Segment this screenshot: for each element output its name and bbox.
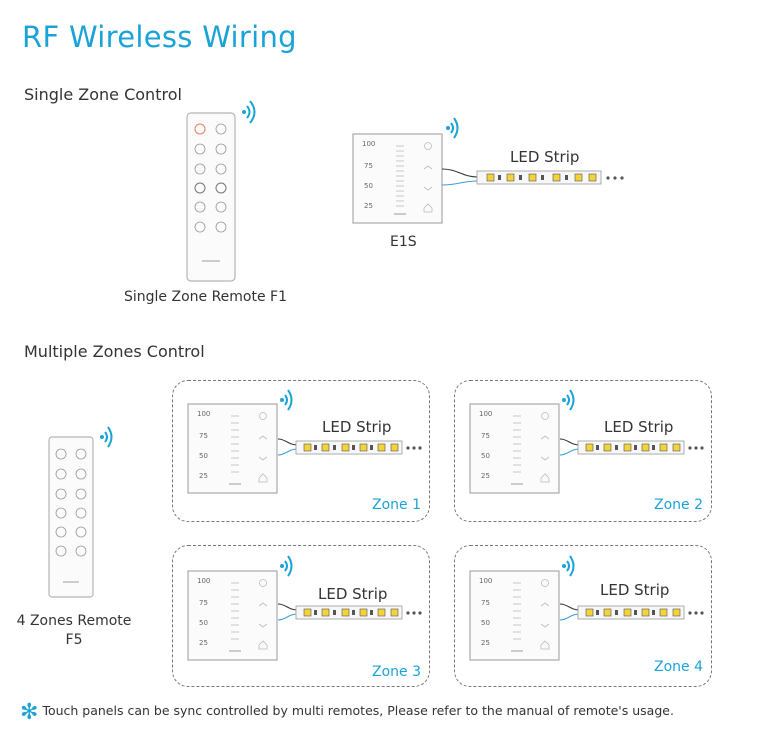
panel-scale-25: 25 — [364, 202, 373, 210]
led-strip-label: LED Strip — [510, 148, 580, 166]
led-strip — [295, 440, 422, 455]
led-strip — [295, 605, 422, 620]
panel-scale-50: 50 — [481, 452, 490, 460]
led-strip — [577, 605, 704, 620]
wireless-signal-icon — [280, 555, 293, 577]
remote-f1 — [186, 112, 236, 282]
zone-1-strip-label: LED Strip — [322, 418, 392, 436]
panel-scale-25: 25 — [481, 639, 490, 647]
wireless-signal-icon — [100, 426, 113, 448]
touch-panel-e1s — [352, 133, 443, 224]
panel-scale-50: 50 — [364, 182, 373, 190]
footer-note: ✻Touch panels can be sync controlled by … — [20, 700, 674, 725]
remote-f5-caption-line1: 4 Zones Remote — [16, 613, 132, 629]
zone-4-label: Zone 4 — [654, 659, 703, 675]
remote-f5-caption-line2: F5 — [65, 632, 83, 648]
panel-scale-75: 75 — [364, 162, 373, 170]
touch-panel — [187, 403, 278, 494]
panel-scale-100: 100 — [197, 410, 211, 418]
zone-4-box — [454, 545, 712, 687]
panel-scale-75: 75 — [199, 432, 208, 440]
zone-3-box — [172, 545, 430, 687]
wireless-signal-icon — [562, 555, 575, 577]
multiple-zones-heading: Multiple Zones Control — [24, 342, 205, 361]
panel-scale-100: 100 — [362, 140, 376, 148]
zone-2-strip-label: LED Strip — [604, 418, 674, 436]
panel-e1s-caption: E1S — [390, 234, 417, 250]
zone-2-box — [454, 380, 712, 522]
single-zone-heading: Single Zone Control — [24, 85, 182, 104]
zone-3-label: Zone 3 — [372, 664, 421, 680]
panel-scale-75: 75 — [199, 599, 208, 607]
remote-f5 — [48, 436, 94, 598]
touch-panel — [187, 570, 278, 661]
wireless-signal-icon — [562, 389, 575, 411]
wireless-signal-icon — [280, 389, 293, 411]
touch-panel — [469, 403, 560, 494]
remote-f1-caption: Single Zone Remote F1 — [124, 289, 288, 305]
panel-scale-25: 25 — [199, 639, 208, 647]
asterisk-icon: ✻ — [20, 700, 39, 725]
zone-4-strip-label: LED Strip — [600, 581, 670, 599]
panel-scale-100: 100 — [479, 577, 493, 585]
panel-scale-25: 25 — [199, 472, 208, 480]
wireless-signal-icon — [242, 100, 256, 124]
page-title: RF Wireless Wiring — [22, 20, 297, 54]
panel-scale-50: 50 — [199, 619, 208, 627]
footer-note-text: Touch panels can be sync controlled by m… — [42, 703, 674, 718]
panel-scale-100: 100 — [479, 410, 493, 418]
led-strip — [476, 170, 624, 185]
led-strip — [577, 440, 704, 455]
panel-scale-50: 50 — [481, 619, 490, 627]
panel-scale-25: 25 — [481, 472, 490, 480]
wireless-signal-icon — [446, 117, 459, 139]
panel-scale-75: 75 — [481, 599, 490, 607]
zone-2-label: Zone 2 — [654, 497, 703, 513]
panel-scale-50: 50 — [199, 452, 208, 460]
zone-1-label: Zone 1 — [372, 497, 421, 513]
panel-scale-100: 100 — [197, 577, 211, 585]
panel-scale-75: 75 — [481, 432, 490, 440]
zone-1-box — [172, 380, 430, 522]
wire-connection — [441, 168, 479, 186]
touch-panel — [469, 570, 560, 661]
zone-3-strip-label: LED Strip — [318, 585, 388, 603]
